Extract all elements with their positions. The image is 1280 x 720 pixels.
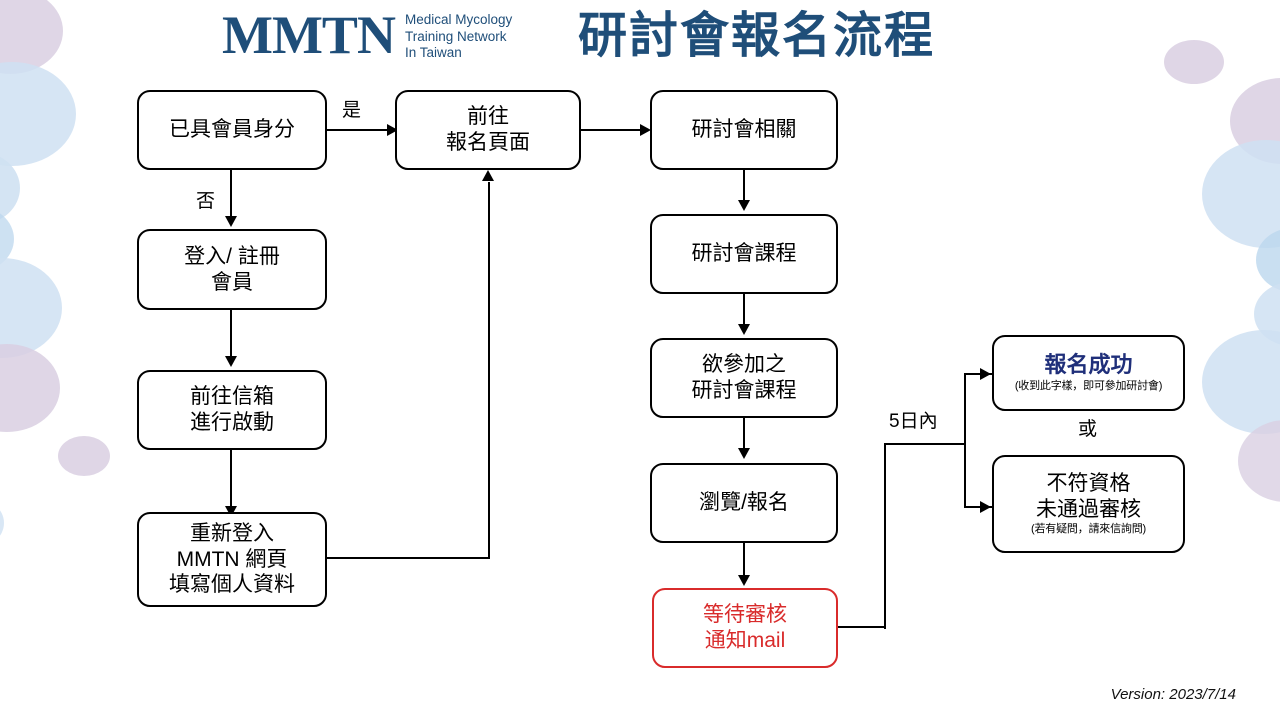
connector-branch-to-success xyxy=(963,373,992,376)
node-rejected[interactable]: 不符資格 未通過審核 (若有疑問，請來信詢問) xyxy=(992,455,1185,553)
node-go-signup-page-line1: 前往 xyxy=(467,105,509,129)
node-go-signup-page[interactable]: 前往 報名頁面 xyxy=(395,90,581,170)
node-await-review-line1: 等待審核 xyxy=(703,603,787,627)
logo-tagline: Medical Mycology Training Network In Tai… xyxy=(405,8,512,61)
connector-await-right xyxy=(838,626,886,629)
arrowhead-branch-to-rejected xyxy=(980,500,991,513)
connector-mailbox-to-relogin xyxy=(230,450,233,508)
connector-signup-to-seminar xyxy=(580,129,642,132)
node-login-register-line1: 登入/ 註冊 xyxy=(184,244,280,268)
node-seminar-course-line1: 研討會課程 xyxy=(691,242,797,266)
arrowhead-member-to-signup xyxy=(387,123,398,136)
blob-purple-left-2 xyxy=(0,344,60,432)
arrowhead-login-to-mailbox xyxy=(224,356,237,367)
node-go-signup-page-line2: 報名頁面 xyxy=(446,131,530,154)
node-rejected-line1: 不符資格 xyxy=(1046,472,1131,496)
arrowhead-member-to-login xyxy=(224,216,237,227)
node-desired-course-line1: 欲參加之 xyxy=(702,353,786,377)
node-member-check-line1: 已具會員身分 xyxy=(169,118,295,142)
node-seminar-info[interactable]: 研討會相關 xyxy=(650,90,838,170)
logo-tagline-line3: In Taiwan xyxy=(404,45,462,61)
arrowhead-course-to-desired xyxy=(737,324,750,335)
node-desired-course[interactable]: 欲參加之 研討會課程 xyxy=(650,338,838,418)
blob-blue-left-1 xyxy=(0,62,76,166)
node-login-register-line2: 會員 xyxy=(211,270,253,294)
connector-browse-to-await xyxy=(743,543,746,577)
label-or: 或 xyxy=(1078,419,1098,440)
arrowhead-signup-to-seminar xyxy=(640,123,651,136)
node-rejected-line2: 未通過審核 xyxy=(1036,497,1141,521)
node-success-line1: 報名成功 xyxy=(1044,352,1133,378)
label-no: 否 xyxy=(196,191,216,212)
connector-member-to-login xyxy=(230,170,233,218)
node-goto-mailbox-line1: 前往信箱 xyxy=(190,385,274,409)
blob-blue-right-3 xyxy=(1254,282,1280,346)
version-label: Version: 2023/7/14 xyxy=(1110,686,1236,703)
blob-purple-left-3 xyxy=(58,436,110,476)
mmtn-logo: MMTN Medical Mycology Training Network I… xyxy=(222,8,512,62)
label-yes: 是 xyxy=(342,100,362,121)
blob-blue-left-3 xyxy=(0,206,14,272)
blob-blue-right-4 xyxy=(1202,330,1280,434)
arrowhead-relogin-to-signup xyxy=(482,170,494,181)
blob-purple-right-2 xyxy=(1230,78,1280,164)
node-rejected-note: (若有疑問，請來信詢問) xyxy=(1031,523,1146,536)
node-success-note: (收到此字樣，即可參加研討會) xyxy=(1014,380,1163,393)
node-desired-course-line2: 研討會課程 xyxy=(691,379,797,402)
logo-wordmark: MMTN xyxy=(222,5,396,65)
node-member-check[interactable]: 已具會員身分 xyxy=(137,90,327,170)
node-relogin-profile[interactable]: 重新登入 MMTN 網頁 填寫個人資料 xyxy=(137,512,327,607)
node-goto-mailbox[interactable]: 前往信箱 進行啟動 xyxy=(137,370,327,450)
node-login-register[interactable]: 登入/ 註冊 會員 xyxy=(137,229,327,310)
connector-course-to-desired xyxy=(743,294,746,326)
arrowhead-branch-to-success xyxy=(980,367,991,380)
logo-tagline-line1: Medical Mycology xyxy=(404,12,513,28)
blob-purple-left-1 xyxy=(0,0,63,74)
page-title: 研討會報名流程 xyxy=(578,9,936,63)
node-await-review[interactable]: 等待審核 通知mail xyxy=(652,588,838,668)
connector-seminar-to-course xyxy=(743,170,746,202)
connector-branch-top xyxy=(884,443,966,446)
connector-branch-split xyxy=(963,373,966,508)
connector-login-to-mailbox xyxy=(230,310,233,358)
node-relogin-profile-line3: 填寫個人資料 xyxy=(169,573,295,597)
arrowhead-seminar-to-course xyxy=(737,200,750,211)
connector-desired-to-browse xyxy=(743,418,746,450)
node-goto-mailbox-line2: 進行啟動 xyxy=(190,411,274,434)
node-browse-signup-line1: 瀏覽/報名 xyxy=(699,491,789,515)
blob-blue-right-2 xyxy=(1256,228,1280,292)
arrowhead-mailbox-to-relogin xyxy=(224,506,237,517)
connector-branch-to-rejected xyxy=(963,506,992,509)
blob-purple-right-1 xyxy=(1164,40,1224,84)
blob-blue-left-5 xyxy=(0,498,4,548)
blob-purple-right-3 xyxy=(1238,420,1280,502)
node-await-review-line2: 通知mail xyxy=(704,629,786,652)
connector-relogin-right xyxy=(327,557,490,560)
node-seminar-course[interactable]: 研討會課程 xyxy=(650,214,838,294)
logo-tagline-line2: Training Network xyxy=(404,28,507,44)
blob-blue-left-4 xyxy=(0,258,62,358)
arrowhead-browse-to-await xyxy=(737,575,750,586)
node-success[interactable]: 報名成功 (收到此字樣，即可參加研討會) xyxy=(992,335,1185,411)
node-relogin-profile-line1: 重新登入 xyxy=(190,522,274,546)
node-relogin-profile-line2: MMTN 網頁 xyxy=(176,547,288,571)
arrowhead-desired-to-browse xyxy=(737,448,750,459)
node-seminar-info-line1: 研討會相關 xyxy=(691,118,797,142)
connector-member-to-signup xyxy=(327,129,389,132)
node-browse-signup[interactable]: 瀏覽/報名 xyxy=(650,463,838,543)
blob-blue-right-1 xyxy=(1202,140,1280,248)
connector-relogin-up xyxy=(487,182,490,559)
blob-blue-left-2 xyxy=(0,152,20,224)
label-within-5-days: 5日內 xyxy=(889,411,938,432)
connector-await-riser xyxy=(884,443,887,629)
